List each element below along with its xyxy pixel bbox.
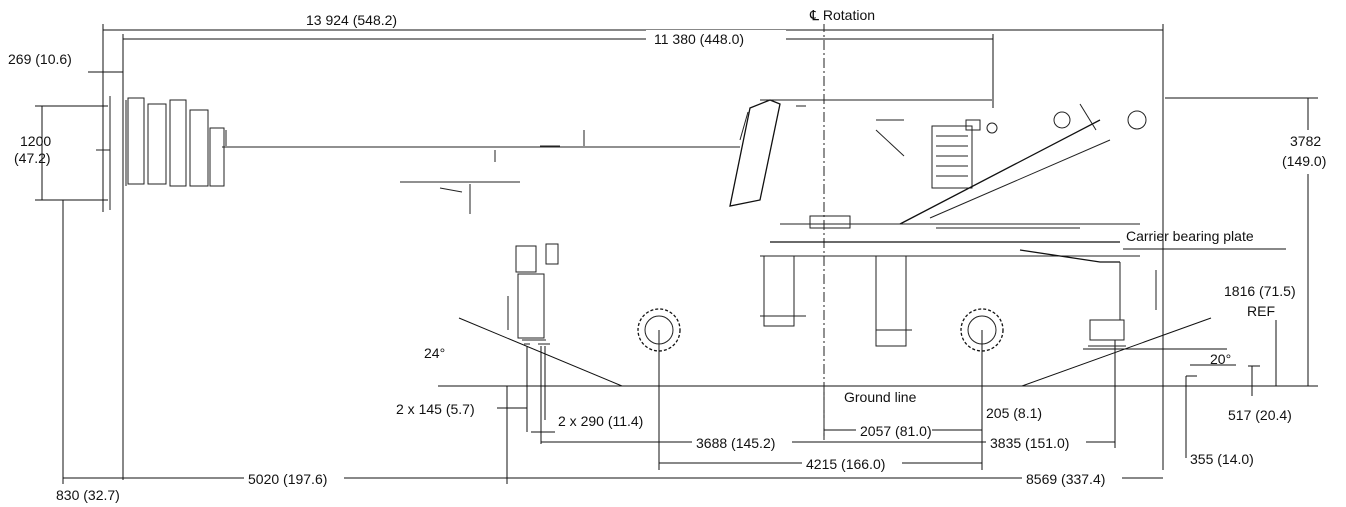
dimension-lines	[35, 24, 1318, 484]
jib-height-label-a: 1200	[20, 133, 51, 149]
front-pad-label-b: 2 x 290 (11.4)	[558, 413, 643, 429]
carrier-bearing-plate-label: Carrier bearing plate	[1126, 228, 1254, 244]
boom-overhang-label: 5020 (197.6)	[248, 471, 327, 487]
ground-line-label: Ground line	[844, 389, 917, 405]
overall-height-label-b: (149.0)	[1282, 153, 1326, 169]
rotation-center-label: ℄ Rotation	[809, 7, 875, 23]
rotation-to-rear-axle-label: 2057 (81.0)	[860, 423, 932, 439]
tail-height-label: 517 (20.4)	[1228, 407, 1292, 423]
ground-clearance-rear-label: 205 (8.1)	[986, 405, 1042, 421]
jib-offset-label: 269 (10.6)	[8, 51, 72, 67]
rotation-to-rear-label: 3835 (151.0)	[990, 435, 1069, 451]
approach-angle-label: 24°	[424, 345, 445, 361]
overall-length-label: 13 924 (548.2)	[306, 12, 397, 28]
rear-wheel	[960, 308, 1004, 352]
front-to-rear-outrigger-label: 11 380 (448.0)	[654, 31, 744, 47]
departure-angle-label: 20°	[1210, 351, 1231, 367]
rear-section-label: 8569 (337.4)	[1026, 471, 1105, 487]
bearing-plate-height-label-b: REF	[1247, 303, 1275, 319]
front-overhang-label: 830 (32.7)	[56, 487, 120, 503]
front-wheel	[637, 308, 681, 352]
crane-outline	[96, 96, 1157, 347]
front-pad-label-a: 2 x 145 (5.7)	[396, 401, 475, 417]
bearing-plate-height-label-a: 1816 (71.5)	[1224, 283, 1296, 299]
jib-height-label-b: (47.2)	[14, 150, 51, 166]
angle-lines	[458, 317, 1212, 387]
front-to-rotation-label: 3688 (145.2)	[696, 435, 775, 451]
dimension-labels: 13 924 (548.2) ℄ Rotation 11 380 (448.0)…	[8, 4, 1344, 503]
wheelbase-label: 4215 (166.0)	[806, 456, 885, 472]
overall-height-label-a: 3782	[1290, 133, 1321, 149]
tail-offset-label: 355 (14.0)	[1190, 451, 1254, 467]
